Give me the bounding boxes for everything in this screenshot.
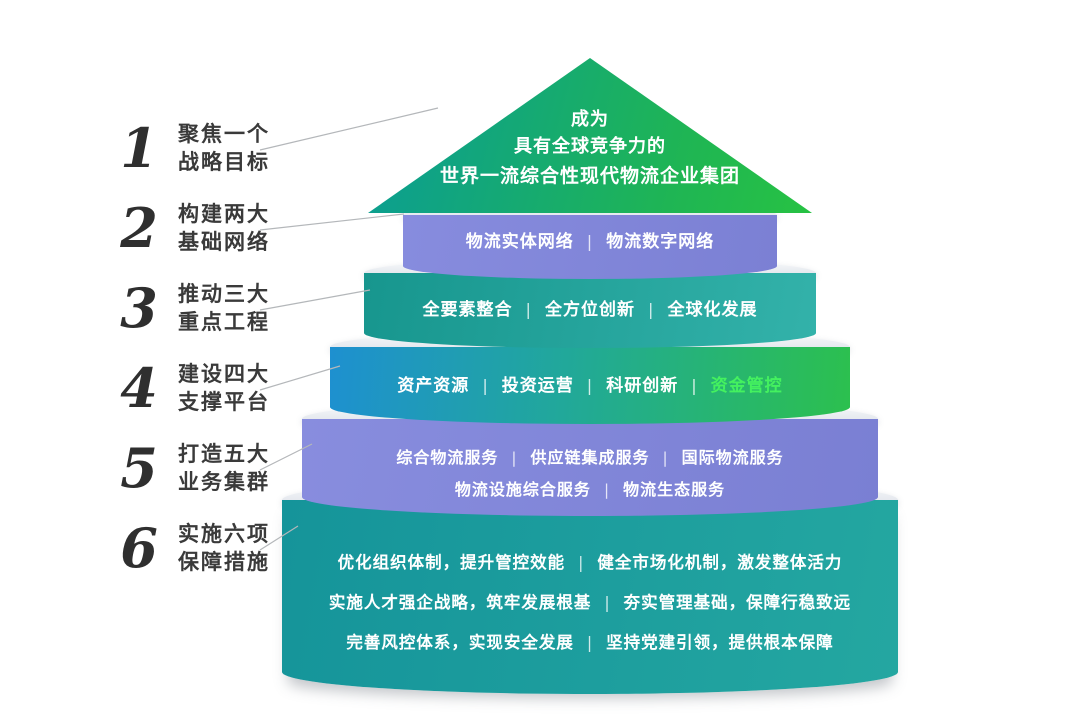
step-3-text-line1: 推动三大 — [178, 282, 270, 306]
step-5-number: 5 — [120, 436, 158, 500]
tier-6: 优化组织体制，提升管控效能 | 健全市场化机制，激发整体活力 实施人才强企战略，… — [282, 478, 898, 694]
tier-4-item-4-highlighted: 资金管控 — [710, 376, 783, 396]
step-5-text-line2: 业务集群 — [178, 470, 270, 494]
step-4-text-line2: 支撑平台 — [178, 390, 270, 414]
tier-3-row: 全要素整合 | 全方位创新 | 全球化发展 — [364, 300, 816, 320]
tier-2-item-2: 物流数字网络 — [606, 232, 715, 252]
connector-line-3 — [259, 289, 371, 311]
connector-line-4 — [259, 365, 341, 391]
step-6-text-line1: 实施六项 — [178, 522, 270, 546]
tier-6-row-1: 优化组织体制，提升管控效能 | 健全市场化机制，激发整体活力 — [282, 553, 898, 573]
tier-5-item-2: 供应链集成服务 — [530, 448, 650, 467]
tier-6-item-3: 实施人才强企战略，筑牢发展根基 — [328, 593, 592, 612]
step-3-label: 3 推动三大 重点工程 — [116, 280, 270, 336]
step-2-text-line2: 基础网络 — [178, 230, 270, 254]
step-1-text-line1: 聚焦一个 — [178, 122, 270, 146]
tier-5-item-1: 综合物流服务 — [396, 448, 499, 467]
apex-line-3: 世界一流综合性现代物流企业集团 — [439, 165, 740, 187]
tier-6-item-1: 优化组织体制，提升管控效能 — [337, 553, 566, 572]
tier-6-row-2: 实施人才强企战略，筑牢发展根基 | 夯实管理基础，保障行稳致远 — [282, 593, 898, 613]
tier-4: 资产资源 | 投资运营 | 科研创新 | 资金管控 — [330, 330, 850, 424]
tier-4-band — [330, 347, 850, 424]
step-5-text-line1: 打造五大 — [178, 442, 270, 466]
tier-3-band — [364, 273, 816, 348]
tier-6-band — [282, 500, 898, 694]
connector-line-2 — [259, 213, 405, 231]
separator: | — [691, 376, 698, 395]
step-3-text-line2: 重点工程 — [178, 310, 270, 334]
tier-3-item-1: 全要素整合 — [422, 300, 513, 320]
step-6-text-line2: 保障措施 — [178, 550, 270, 574]
step-1-text-line2: 战略目标 — [178, 150, 270, 174]
separator: | — [511, 449, 518, 467]
separator: | — [662, 449, 669, 467]
step-1-number: 1 — [120, 116, 158, 180]
tier-6-item-6: 坚持党建引领，提供根本保障 — [606, 633, 834, 652]
tier-6-item-5: 完善风控体系，实现安全发展 — [346, 633, 574, 652]
separator: | — [482, 376, 489, 395]
apex-line-2: 具有全球竞争力的 — [514, 136, 666, 157]
step-2-text: 构建两大 基础网络 — [178, 200, 270, 256]
tier-4-item-1: 资产资源 — [397, 376, 470, 396]
separator: | — [586, 232, 594, 251]
tier-4-item-3: 科研创新 — [606, 376, 679, 396]
step-4-label: 4 建设四大 支撑平台 — [116, 360, 270, 416]
separator: | — [586, 376, 594, 395]
tier-4-row: 资产资源 | 投资运营 | 科研创新 | 资金管控 — [330, 376, 850, 396]
step-6-number: 6 — [120, 516, 158, 580]
tier-3-item-3: 全球化发展 — [667, 300, 758, 320]
step-4-text-line1: 建设四大 — [178, 362, 270, 386]
tier-5-row-2: 物流设施综合服务 | 物流生态服务 — [302, 480, 878, 500]
separator: | — [586, 633, 594, 652]
tier-4-item-2: 投资运营 — [501, 376, 574, 396]
tier-5-item-4: 物流设施综合服务 — [454, 480, 591, 499]
step-3-text: 推动三大 重点工程 — [178, 280, 270, 336]
step-2-label: 2 构建两大 基础网络 — [116, 200, 270, 256]
tier-5-band — [302, 419, 878, 516]
step-1-text: 聚焦一个 战略目标 — [178, 120, 270, 176]
step-6-text: 实施六项 保障措施 — [178, 520, 270, 576]
connector-line-6 — [259, 525, 299, 551]
step-2-text-line1: 构建两大 — [178, 202, 270, 226]
separator: | — [525, 300, 532, 319]
tier-6-row-3: 完善风控体系，实现安全发展 | 坚持党建引领，提供根本保障 — [282, 633, 898, 653]
connector-line-1 — [259, 107, 439, 151]
tier-6-item-4: 夯实管理基础，保障行稳致远 — [623, 593, 852, 612]
separator: | — [648, 300, 655, 319]
tier-2-band — [403, 215, 777, 279]
step-6-label: 6 实施六项 保障措施 — [116, 520, 270, 576]
tier-5-item-5: 物流生态服务 — [623, 480, 726, 499]
tier-3-item-2: 全方位创新 — [545, 300, 635, 320]
tier-2-row: 物流实体网络 | 物流数字网络 — [403, 232, 777, 252]
tier-5-row-1: 综合物流服务 | 供应链集成服务 | 国际物流服务 — [302, 448, 878, 468]
connector-line-5 — [259, 443, 313, 471]
step-3-number: 3 — [120, 276, 158, 340]
step-1-label: 1 聚焦一个 战略目标 — [116, 120, 270, 176]
step-4-text: 建设四大 支撑平台 — [178, 360, 270, 416]
step-5-label: 5 打造五大 业务集群 — [116, 440, 270, 496]
tier-5-item-3: 国际物流服务 — [681, 448, 784, 467]
separator: | — [603, 481, 611, 499]
tier-6-item-2: 健全市场化机制，激发整体活力 — [597, 553, 843, 572]
step-5-text: 打造五大 业务集群 — [178, 440, 270, 496]
step-4-number: 4 — [120, 356, 158, 420]
separator: | — [604, 593, 611, 612]
step-2-number: 2 — [120, 196, 158, 260]
separator: | — [578, 553, 585, 572]
tier-2-item-1: 物流实体网络 — [465, 232, 574, 252]
apex-line-1: 成为 — [571, 109, 609, 130]
